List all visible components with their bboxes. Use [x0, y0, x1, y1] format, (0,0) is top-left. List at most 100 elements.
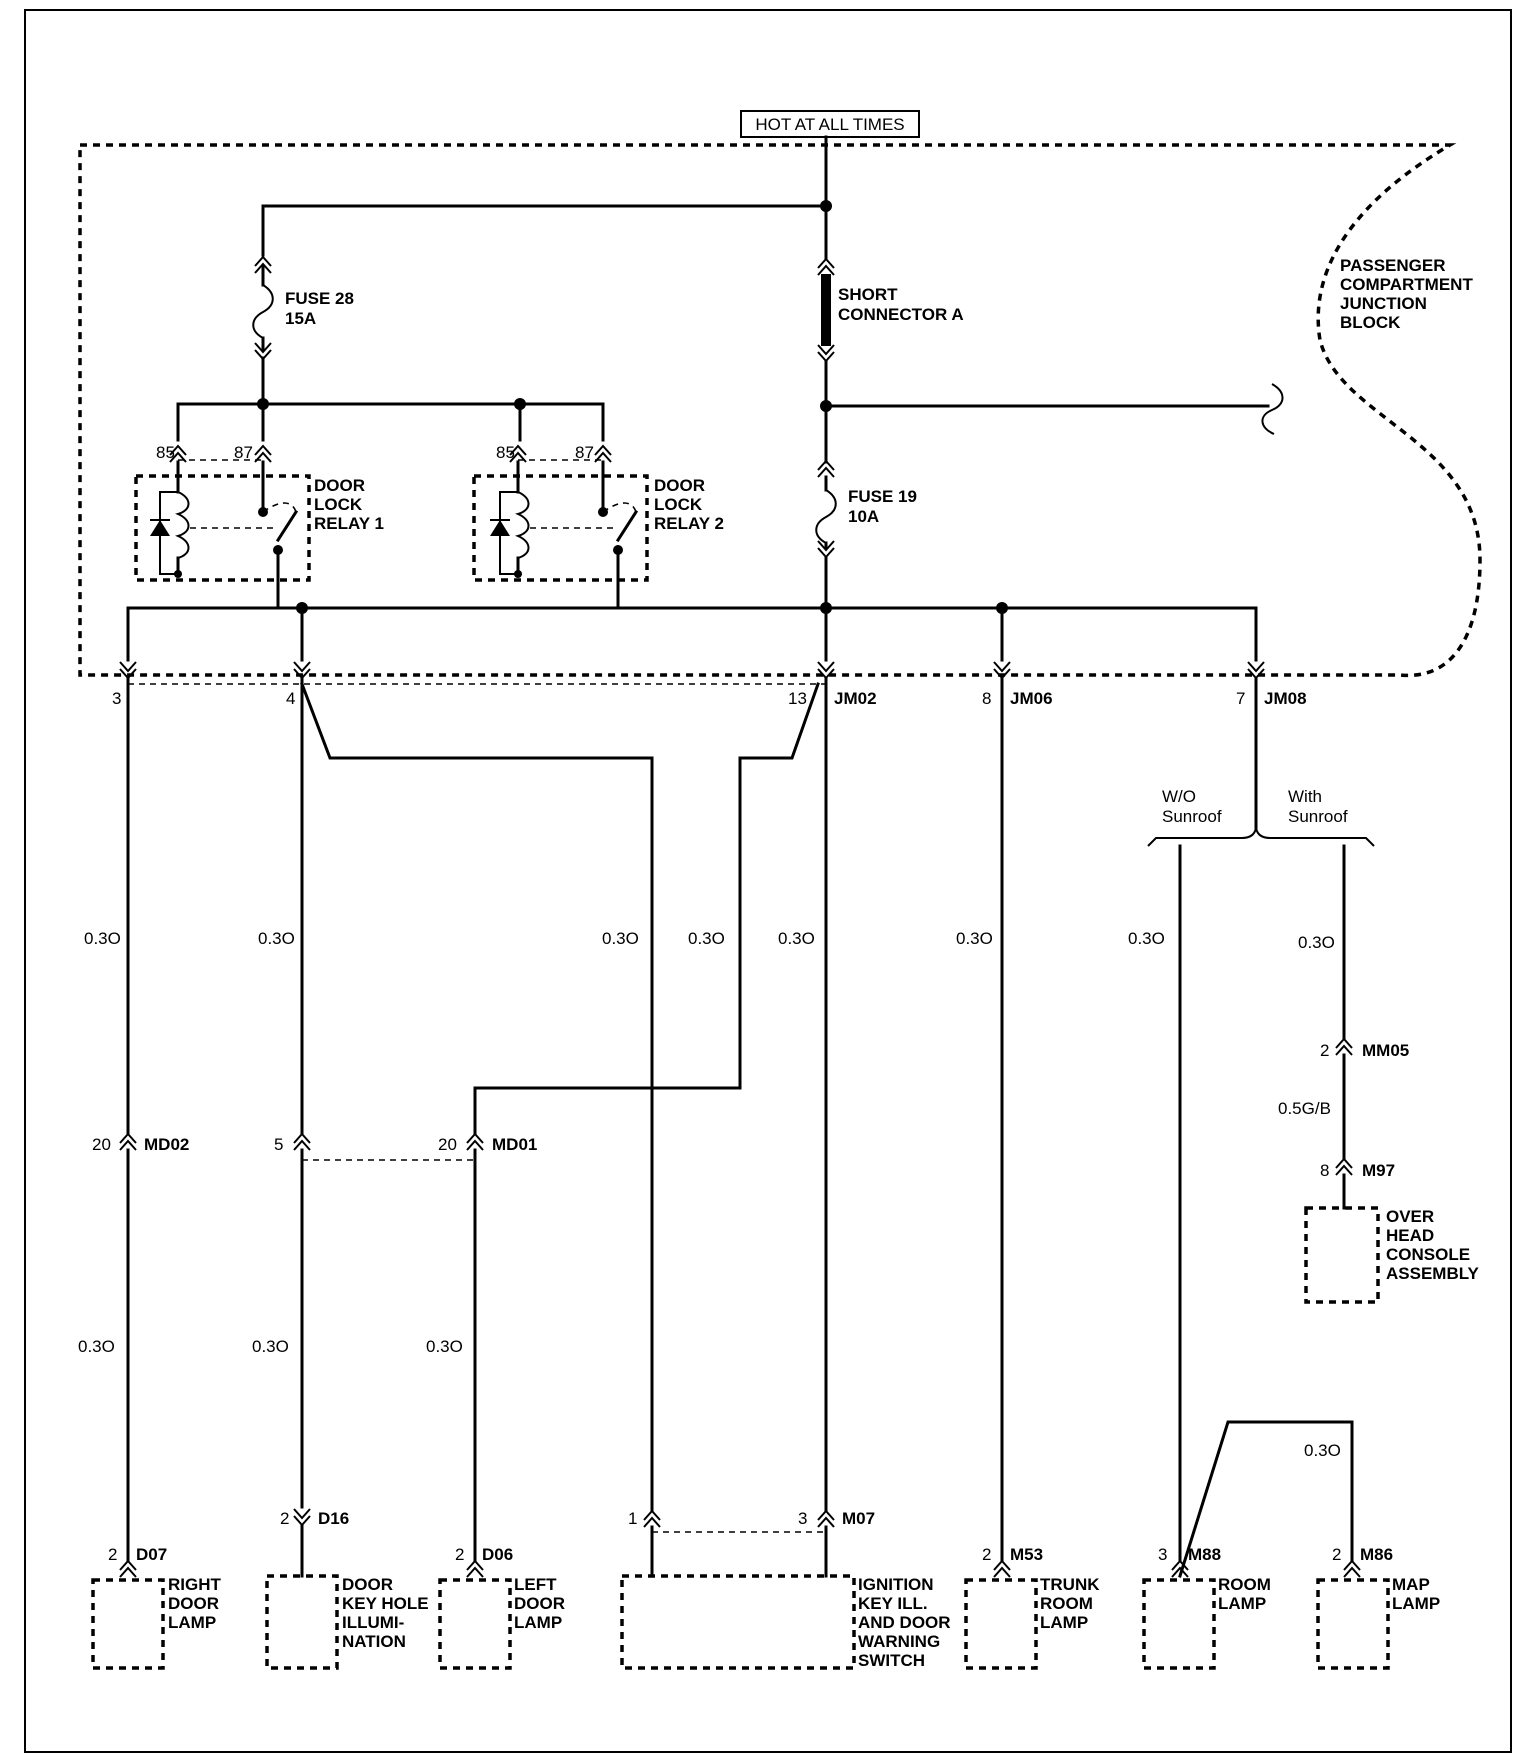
room-lamp-conn: M88	[1188, 1545, 1221, 1564]
hot-at-all-times-label: HOT AT ALL TIMES	[755, 115, 904, 134]
right-door-lamp-label-2: DOOR	[168, 1594, 219, 1613]
ignition-label-5: SWITCH	[858, 1651, 925, 1670]
conn-md02-pin: 20	[92, 1135, 111, 1154]
md01-connector	[466, 1132, 484, 1151]
jb-pin-3: 3	[112, 689, 121, 708]
wire-label: 0.3O	[258, 929, 295, 948]
door-key-hole-label-1: DOOR	[342, 1575, 393, 1594]
junction-block-label-1: PASSENGER	[1340, 256, 1446, 275]
right-door-lamp-box	[91, 1578, 165, 1670]
jb-pin-13: 13	[788, 689, 807, 708]
short-connector-label-1: SHORT	[838, 285, 898, 304]
left-door-lamp-connector	[466, 1559, 484, 1578]
conn-md01: MD01	[492, 1135, 537, 1154]
overhead-label-4: ASSEMBLY	[1386, 1264, 1480, 1283]
sunroof-without-1: W/O	[1162, 787, 1196, 806]
map-lamp-label-2: LAMP	[1392, 1594, 1440, 1613]
relay2-pin-87: 87	[575, 443, 594, 462]
sunroof-without-2: Sunroof	[1162, 807, 1222, 826]
wire-left-door	[473, 682, 820, 1135]
trunk-lamp-connector	[993, 1559, 1011, 1578]
room-lamp-label-1: ROOM	[1218, 1575, 1271, 1594]
right-door-lamp-label-3: LAMP	[168, 1613, 216, 1632]
fuse28	[252, 255, 274, 361]
sunroof-with-2: Sunroof	[1288, 807, 1348, 826]
wire-label: 0.3O	[78, 1337, 115, 1356]
wire-label: 0.3O	[778, 929, 815, 948]
relay1-label-2: LOCK	[314, 495, 363, 514]
wire-label: 0.3O	[252, 1337, 289, 1356]
conn-mm05: MM05	[1362, 1041, 1409, 1060]
ignition-label-3: AND DOOR	[858, 1613, 951, 1632]
wire-label: 0.3O	[84, 929, 121, 948]
trunk-lamp-label-1: TRUNK	[1040, 1575, 1100, 1594]
ignition-label-4: WARNING	[858, 1632, 940, 1651]
wire-label: 0.3O	[956, 929, 993, 948]
fuse19-name: FUSE 19	[848, 487, 917, 506]
ignition-switch-box	[620, 1574, 856, 1670]
right-door-lamp-pin: 2	[108, 1545, 117, 1564]
wire-label: 0.3O	[602, 929, 639, 948]
trunk-lamp-pin: 2	[982, 1545, 991, 1564]
conn-m07-pin3: 3	[798, 1509, 807, 1528]
conn-m07: M07	[842, 1509, 875, 1528]
m07-pin3-connector	[817, 1509, 835, 1528]
junction-dot	[296, 602, 308, 614]
conn-m07-pin1: 1	[628, 1509, 637, 1528]
jb-pin-7: 7	[1236, 689, 1245, 708]
wire-label-gb: 0.5G/B	[1278, 1099, 1331, 1118]
relay2-pin-85: 85	[496, 443, 515, 462]
short-connector-label-2: CONNECTOR A	[838, 305, 964, 324]
junction-dot	[257, 398, 269, 410]
door-lock-relay-2	[472, 444, 649, 582]
conn-md02: MD02	[144, 1135, 189, 1154]
right-door-lamp-conn: D07	[136, 1545, 167, 1564]
relay2-label-2: LOCK	[654, 495, 703, 514]
left-door-lamp-label-1: LEFT	[514, 1575, 557, 1594]
junction-block-label-4: BLOCK	[1340, 313, 1401, 332]
wire-label: 0.3O	[1298, 933, 1335, 952]
jb-pin-8: 8	[982, 689, 991, 708]
sunroof-split	[1147, 827, 1375, 847]
junction-block-outline	[78, 143, 1482, 678]
fuse28-feed-wire	[261, 204, 828, 257]
trunk-lamp-label-2: ROOM	[1040, 1594, 1093, 1613]
door-key-hole-box	[265, 1574, 339, 1670]
trunk-lamp-box	[964, 1578, 1038, 1670]
junction-dot	[514, 398, 526, 410]
map-lamp-pin: 2	[1332, 1545, 1341, 1564]
relay-bus-wire	[176, 402, 605, 442]
right-door-lamp-connector	[119, 1559, 137, 1578]
conn-jm08: JM08	[1264, 689, 1307, 708]
left-door-lamp-pin: 2	[455, 1545, 464, 1564]
conn-d16: D16	[318, 1509, 349, 1528]
wire-to-ignition-1	[300, 682, 654, 1512]
fuse28-rating: 15A	[285, 309, 316, 328]
door-key-hole-label-2: KEY HOLE	[342, 1594, 429, 1613]
map-lamp-label-1: MAP	[1392, 1575, 1430, 1594]
door-key-hole-label-3: ILLUMI-	[342, 1613, 404, 1632]
m97-connector	[1335, 1157, 1353, 1176]
sunroof-with-1: With	[1288, 787, 1322, 806]
junction-block-label-3: JUNCTION	[1340, 294, 1427, 313]
overhead-label-2: HEAD	[1386, 1226, 1434, 1245]
wire-label: 0.3O	[426, 1337, 463, 1356]
overhead-label-1: OVER	[1386, 1207, 1434, 1226]
overhead-label-3: CONSOLE	[1386, 1245, 1470, 1264]
room-lamp-connector	[1171, 1559, 1189, 1578]
relay1-label-3: RELAY 1	[314, 514, 384, 533]
page-frame	[24, 9, 1512, 1753]
md02-connector	[119, 1132, 137, 1151]
left-door-lamp-conn: D06	[482, 1545, 513, 1564]
mm05-connector	[1335, 1037, 1353, 1056]
d16-connector	[293, 1508, 311, 1527]
left-door-lamp-box	[438, 1578, 512, 1670]
wire-label: 0.3O	[1128, 929, 1165, 948]
junction-block-label-2: COMPARTMENT	[1340, 275, 1473, 294]
trunk-lamp-label-3: LAMP	[1040, 1613, 1088, 1632]
ignition-label-2: KEY ILL.	[858, 1594, 928, 1613]
overhead-console-box	[1304, 1206, 1380, 1304]
room-lamp-pin: 3	[1158, 1545, 1167, 1564]
relay1-pin-87: 87	[234, 443, 253, 462]
map-lamp-conn: M86	[1360, 1545, 1393, 1564]
